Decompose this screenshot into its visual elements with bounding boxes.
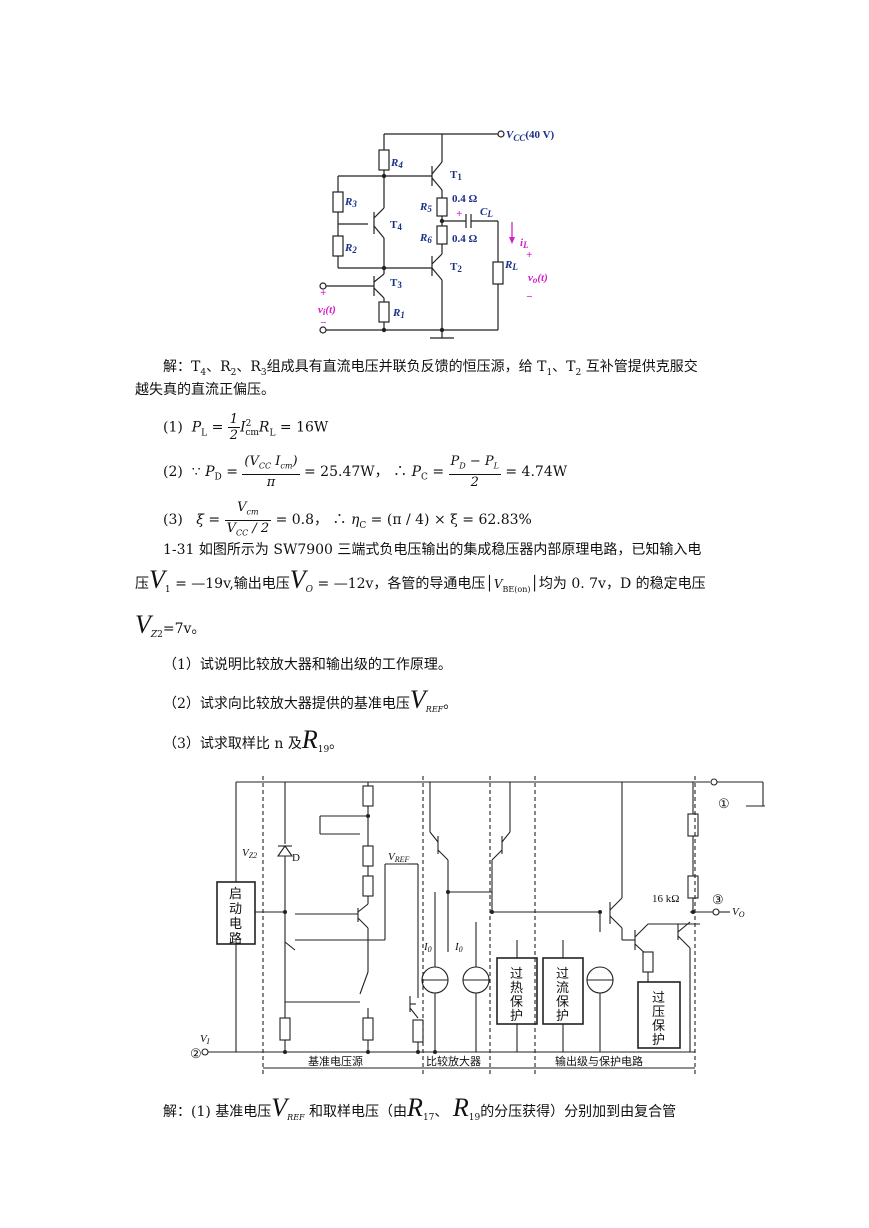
t2-label: T2	[450, 261, 462, 274]
problem-statement-line2: 压V1 = —19v,输出电压VO = —12v，各管的导通电压│VBE(on)…	[135, 565, 706, 595]
t1-label: T1	[450, 169, 462, 182]
r4-label: R4	[390, 157, 403, 170]
output-section-label: 输出级与保护电路	[555, 1054, 643, 1068]
cl-plus: +	[456, 208, 462, 220]
r17-value: 16 kΩ	[652, 893, 679, 905]
r5-value: 0.4 Ω	[452, 193, 478, 205]
amplifier-circuit-figure: VCC(40 V) R4 R3 R2 R1 R5 R6 0.4 Ω 0.4 Ω …	[318, 129, 555, 339]
overcurrent-char-2: 流	[556, 980, 569, 995]
regulator-circuit-figure: 启 动 电 路 过 热 保 护 过 流 保 护 过 压 保 护 基准电压源 比较…	[190, 776, 765, 1074]
rl-label: RL	[504, 259, 518, 272]
vz2-label: VZ2	[242, 847, 257, 860]
t3-label: T3	[390, 277, 402, 290]
problem-statement-line3: VZ2=7v。	[135, 610, 206, 640]
overheat-char-1: 过	[510, 966, 523, 981]
vref-label: VREF	[388, 851, 410, 864]
vo-label: vo(t)	[528, 272, 548, 285]
r3-label: R3	[344, 196, 357, 209]
vo-minus: −	[526, 291, 533, 303]
startup-char-3: 电	[229, 916, 242, 931]
il-label: iL	[520, 237, 529, 250]
cl-label: CL	[480, 206, 493, 219]
vo-plus: +	[526, 249, 532, 261]
startup-char-4: 路	[229, 931, 242, 946]
overvolt-char-3: 保	[652, 1018, 665, 1033]
r6-value: 0.4 Ω	[452, 233, 478, 245]
r5-label: R5	[419, 201, 432, 214]
overcurrent-char-1: 过	[556, 966, 569, 981]
question-1: （1）试说明比较放大器和输出级的工作原理。	[163, 657, 452, 673]
overheat-char-3: 保	[510, 994, 523, 1009]
equation-2: (2) ∵ PD = (VCC Icm)π = 25.47W， ∴ PC = P…	[163, 454, 568, 490]
solution-paragraph-2: 解：(1) 基准电压VREF 和取样电压（由R17、 R19的分压获得）分别加到…	[163, 1093, 677, 1123]
vi-minus: −	[320, 317, 327, 329]
question-2: （2）试求向比较放大器提供的基准电压VREF。	[163, 685, 458, 714]
node-1-label: ①	[718, 796, 730, 811]
r6-label: R6	[419, 232, 432, 245]
vi-plus: +	[320, 287, 326, 299]
vo-label: VO	[732, 906, 745, 919]
vi-label: VI	[200, 1033, 210, 1046]
r1-label: R1	[392, 307, 405, 320]
i0-right-label: I0	[454, 941, 463, 954]
node-3-label: ③	[712, 892, 724, 907]
vi-label: vi(t)	[318, 304, 336, 317]
startup-char-2: 动	[229, 901, 242, 916]
node-2-label: ②	[190, 1046, 202, 1061]
overvolt-char-4: 护	[652, 1032, 665, 1047]
i0-left-label: I0	[423, 941, 432, 954]
t4-label: T4	[390, 219, 402, 232]
vcc-label: VCC(40 V)	[506, 129, 555, 143]
problem-statement-line1: 1-31 如图所示为 SW7900 三端式负电压输出的集成稳压器内部原理电路，已…	[163, 542, 702, 558]
overcurrent-char-4: 护	[556, 1008, 569, 1023]
comparator-section-label: 比较放大器	[426, 1054, 481, 1068]
overvolt-char-2: 压	[652, 1004, 665, 1019]
startup-char-1: 启	[229, 886, 242, 901]
question-3: （3）试求取样比 n 及R19。	[163, 725, 344, 755]
diode-label: D	[292, 852, 300, 864]
r2-label: R2	[344, 242, 357, 255]
overvolt-char-1: 过	[652, 990, 665, 1005]
overheat-char-4: 护	[510, 1008, 523, 1023]
ref-voltage-section-label: 基准电压源	[308, 1054, 363, 1068]
solution-paragraph-1: 解：T4、R2、R3组成具有直流电压并联负反馈的恒压源，给 T1、T2 互补管提…	[163, 359, 698, 378]
overcurrent-char-3: 保	[556, 994, 569, 1009]
overheat-char-2: 热	[510, 980, 523, 995]
solution-paragraph-1-line2: 越失真的直流正偏压。	[135, 382, 275, 398]
